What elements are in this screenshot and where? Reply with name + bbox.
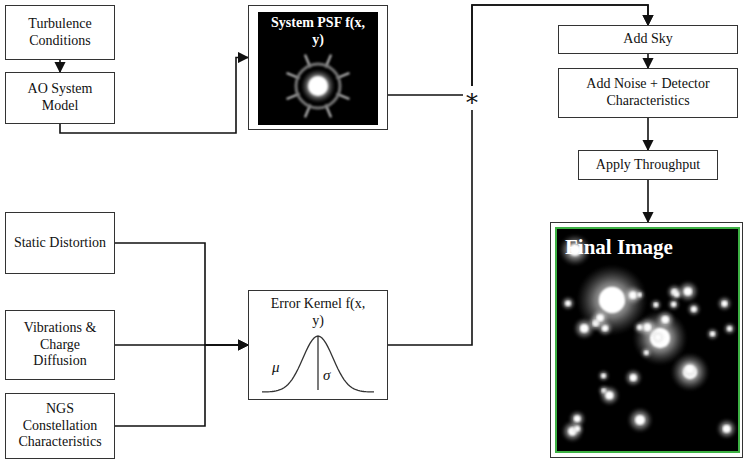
star <box>637 325 642 330</box>
error-source-box: Vibrations & Charge Diffusion <box>5 310 115 380</box>
star-halo <box>591 309 609 327</box>
psf-ring <box>296 64 340 108</box>
psf-core <box>301 69 335 103</box>
process-box: Add Noise + Detector Characteristics <box>558 68 738 118</box>
gaussian-curve <box>262 336 374 392</box>
final-image-picture <box>556 228 739 452</box>
connector <box>647 180 649 222</box>
connector <box>388 5 648 345</box>
connector <box>115 345 248 426</box>
error-source-box: NGS Constellation Characteristics <box>5 393 115 459</box>
star-halo <box>706 328 719 341</box>
node-text: AO System Model <box>12 81 108 115</box>
process-box: Apply Throughput <box>578 150 718 180</box>
psf-core <box>308 76 328 96</box>
star-halo <box>599 385 620 406</box>
star <box>565 301 570 306</box>
star-halo <box>627 407 653 433</box>
mean-line <box>317 336 318 390</box>
node-text: Error Kernel f(x, y) <box>268 296 368 330</box>
star <box>656 335 660 339</box>
star <box>630 374 637 381</box>
star <box>575 426 580 431</box>
star-halo <box>717 296 732 311</box>
star-halo <box>667 298 679 310</box>
star <box>601 374 605 378</box>
connector <box>59 60 61 72</box>
connector <box>647 54 649 68</box>
star-halo <box>571 422 584 435</box>
node-text: Add Noise + Detector Characteristics <box>565 76 731 110</box>
node-text: Turbulence Conditions <box>12 16 108 50</box>
star <box>722 301 728 307</box>
node-text: NGS Constellation Characteristics <box>12 401 108 451</box>
star <box>691 307 696 312</box>
star-halo <box>624 369 642 387</box>
star-halo <box>671 353 709 391</box>
star-halo <box>656 310 675 329</box>
star <box>662 316 669 323</box>
node-text: Apply Throughput <box>596 157 700 174</box>
star-halo <box>635 290 645 300</box>
psf-box: System PSF f(x, y) <box>248 5 388 130</box>
input-box: Turbulence Conditions <box>5 5 115 60</box>
star-halo <box>561 420 583 442</box>
final-image-box: Final Image <box>550 222 743 458</box>
star-halo <box>637 317 657 337</box>
star-halo <box>598 370 610 382</box>
error-source-box: Static Distortion <box>5 212 115 274</box>
convolution-symbol: ∗ <box>463 86 481 110</box>
star <box>671 302 676 307</box>
star-field <box>559 234 737 442</box>
node-text: System PSF f(x, y) <box>268 15 368 49</box>
star-halo <box>623 285 643 305</box>
star-halo <box>716 418 737 439</box>
process-box: Add Sky <box>558 25 738 54</box>
node-text: Static Distortion <box>14 235 106 252</box>
node-text: Final Image <box>565 235 673 260</box>
connector <box>115 243 248 345</box>
psf-image <box>258 12 378 125</box>
star <box>654 303 658 307</box>
star-halo <box>723 322 736 335</box>
star <box>686 366 692 372</box>
star <box>638 293 642 297</box>
star-halo <box>633 321 646 334</box>
star <box>597 314 604 321</box>
star <box>710 332 715 337</box>
star-halo <box>561 296 575 310</box>
star <box>606 392 614 400</box>
star-halo <box>650 299 662 311</box>
connector <box>647 118 649 150</box>
star <box>644 351 648 355</box>
sigma-symbol: σ <box>323 368 330 383</box>
node-text: Add Sky <box>623 31 672 48</box>
star <box>580 324 588 332</box>
star <box>723 425 731 433</box>
process-box: AO System Model <box>5 72 115 124</box>
star <box>727 326 732 331</box>
node-text: Vibrations & Charge Diffusion <box>12 320 108 370</box>
star <box>635 415 645 425</box>
kernel-box: Error Kernel f(x, y) <box>248 290 388 400</box>
star-halo <box>641 347 652 358</box>
psf-pattern <box>287 55 350 118</box>
star-halo <box>681 361 698 378</box>
star-halo <box>677 281 699 303</box>
mean-symbol: μ <box>272 360 280 375</box>
star <box>684 287 692 295</box>
star-halo <box>687 302 701 316</box>
